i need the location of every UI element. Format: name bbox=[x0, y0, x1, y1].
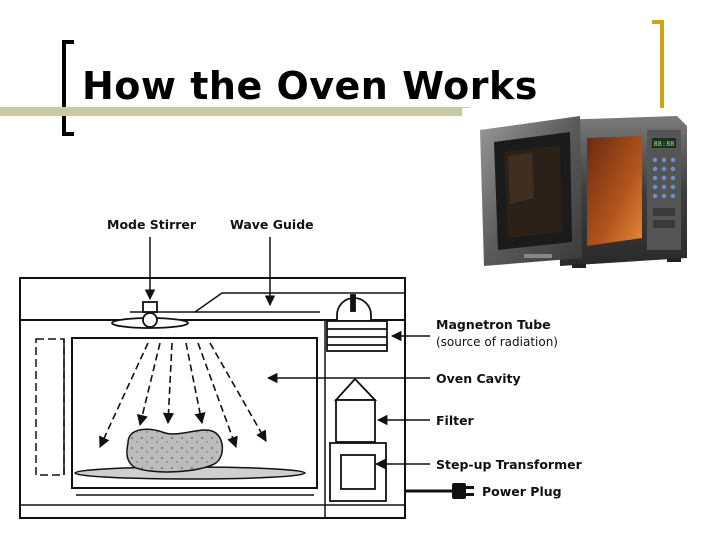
label-magnetron-note: (source of radiation) bbox=[436, 335, 558, 349]
label-mode-stirrer: Mode Stirrer bbox=[107, 217, 197, 232]
mode-stirrer-part bbox=[111, 301, 189, 329]
title-underline-bar bbox=[0, 107, 470, 116]
microwave-oven-photo: 88:88 bbox=[462, 108, 697, 278]
oven-cross-section-diagram: Mode Stirrer Wave Guide Magnetron Tube (… bbox=[19, 217, 583, 519]
label-oven-cavity: Oven Cavity bbox=[436, 371, 521, 386]
title-bracket-right bbox=[652, 20, 664, 112]
control-display: 88:88 bbox=[653, 140, 674, 148]
slide-title: How the Oven Works bbox=[82, 64, 538, 108]
step-up-transformer-part bbox=[329, 442, 387, 502]
filter-part bbox=[333, 377, 378, 443]
title-bracket-left bbox=[62, 40, 74, 136]
power-plug-part bbox=[405, 483, 474, 499]
label-step-up-transformer: Step-up Transformer bbox=[436, 457, 583, 472]
label-power-plug: Power Plug bbox=[482, 484, 562, 499]
label-wave-guide: Wave Guide bbox=[230, 217, 314, 232]
food-on-tray bbox=[74, 428, 306, 480]
label-filter: Filter bbox=[436, 413, 475, 428]
magnetron-tube-part bbox=[326, 294, 388, 352]
microwave-rays bbox=[99, 342, 267, 449]
label-magnetron-tube: Magnetron Tube bbox=[436, 317, 551, 332]
